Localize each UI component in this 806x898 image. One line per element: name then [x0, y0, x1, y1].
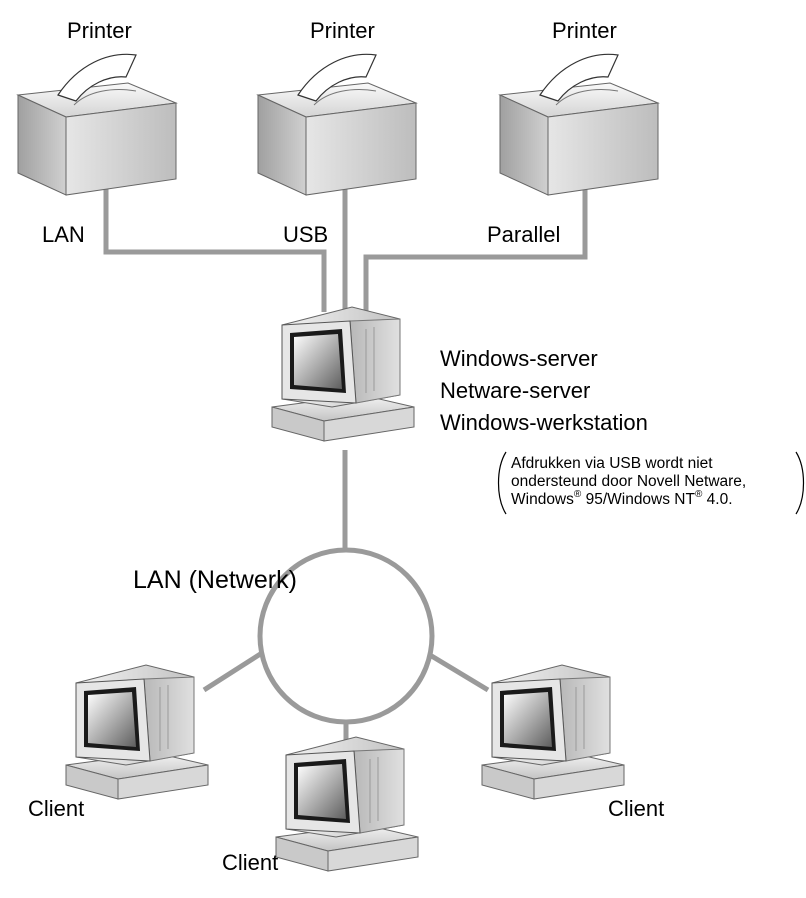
usb-note: Afdrukken via USB wordt niet ondersteund… — [511, 455, 746, 509]
server-label-1: Windows-server — [440, 346, 598, 371]
printer-left-icon — [17, 53, 177, 196]
note-paren-right — [795, 451, 805, 515]
usb-note-line-1: Afdrukken via USB wordt niet — [511, 455, 713, 472]
printer-left-label: Printer — [67, 18, 132, 43]
client-right-label: Client — [608, 796, 665, 821]
registered-mark: ® — [694, 488, 703, 500]
usb-note-line-3: Windows® 95/Windows NT® 4.0. — [511, 488, 746, 509]
printer-center-label: Printer — [310, 18, 375, 43]
network-label: LAN (Netwerk) — [133, 566, 297, 594]
lan-line — [103, 185, 327, 312]
client-center-label: Client — [222, 850, 279, 875]
note-paren-left — [497, 451, 507, 515]
usb-connection-label: USB — [283, 222, 329, 247]
lan-connection-label: LAN — [42, 222, 85, 247]
client-center-computer-icon — [275, 736, 419, 872]
parallel-connection-label: Parallel — [487, 222, 561, 247]
parallel-line — [363, 185, 588, 312]
server-label-2: Netware-server — [440, 378, 591, 403]
usb-note-windows: Windows — [511, 491, 574, 508]
client-left-label: Client — [28, 796, 85, 821]
printer-right-icon — [499, 53, 659, 196]
registered-mark: ® — [573, 488, 582, 500]
usb-note-windows-nt: 95/Windows NT — [581, 491, 695, 508]
client-left-computer-icon — [65, 664, 209, 800]
network-circle — [257, 547, 435, 725]
client-right-computer-icon — [481, 664, 625, 800]
server-computer-icon — [271, 306, 415, 442]
usb-note-line-2: ondersteund door Novell Netware, — [511, 473, 747, 490]
printer-center-icon — [257, 53, 417, 196]
usb-note-version: 4.0. — [702, 491, 733, 508]
printer-right-label: Printer — [552, 18, 617, 43]
server-label-3: Windows-werkstation — [440, 410, 648, 435]
